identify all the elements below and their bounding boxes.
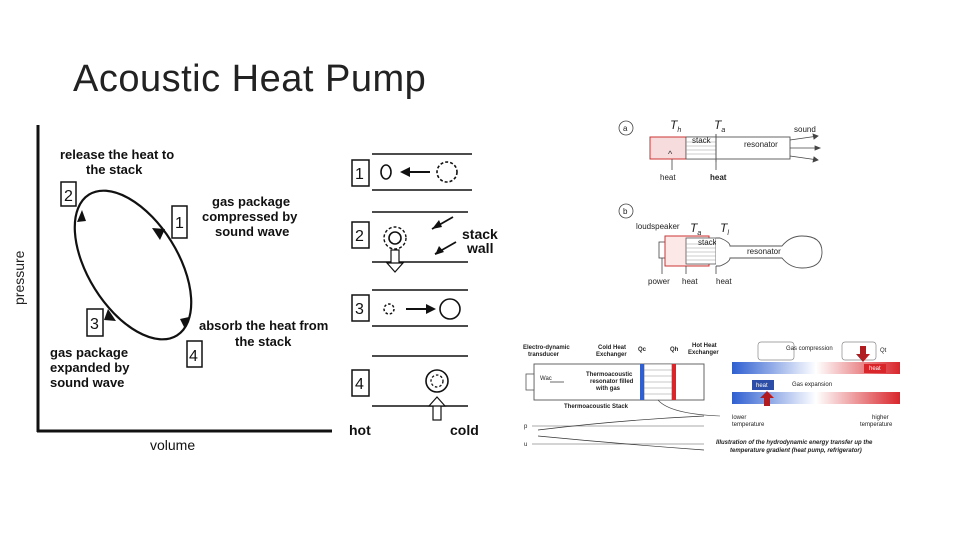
step-2-box (60, 181, 77, 207)
heat-box-left (752, 380, 774, 390)
qh-label: Qh (670, 347, 679, 353)
caption: Illustration of the hydrodynamic energy … (716, 440, 873, 446)
stack-wall-label: stack (462, 226, 498, 242)
resonator-a-label: resonator (744, 140, 778, 149)
temp-l-b-label: Tl (720, 221, 729, 237)
panel-3: 3 (351, 289, 468, 327)
heat-b-left: heat (682, 277, 698, 286)
step-3-text: sound wave (50, 375, 124, 390)
heat-box-left-label: heat (756, 383, 768, 389)
panel-b-label: b (623, 207, 628, 216)
step-4-text: absorb the heat from (199, 318, 328, 333)
temp-a-b-label: Ta (690, 221, 701, 237)
step-4-text: the stack (235, 334, 292, 349)
gas-compression-label: Gas compression (786, 346, 833, 352)
cycle-arrow (180, 317, 189, 329)
temp-h-label: Th (670, 118, 681, 134)
hot-hx-plate (672, 364, 676, 400)
step-2-number: 2 (64, 188, 73, 205)
power-label: power (648, 277, 670, 286)
cycle-arrow (77, 210, 86, 222)
stack-a-label: stack (692, 136, 712, 145)
cold-label: cold (450, 422, 479, 438)
gas-expansion-label: Gas expansion (792, 382, 832, 388)
lower-temp-label: temperature (732, 422, 765, 428)
higher-temp-label: temperature (860, 422, 893, 428)
step-2-text: release the heat to (60, 147, 174, 162)
p-label: p (524, 424, 528, 430)
step-1-text: sound wave (215, 224, 289, 239)
temp-a-label: Ta (714, 118, 725, 134)
panel-a-label: a (623, 124, 628, 133)
resonator-b-diagram: b loudspeaker Ta Tl stack resonator powe… (618, 203, 823, 286)
loudspeaker-label: loudspeaker (636, 222, 680, 231)
stack-wall-label: wall (466, 240, 493, 256)
panel-1: 1 (351, 153, 472, 191)
step-1-box (171, 205, 188, 239)
step-2-text: the stack (86, 162, 143, 177)
x-axis-label: volume (150, 437, 195, 453)
electro-label: Electro-dynamic (523, 345, 570, 351)
slide-title: Acoustic Heat Pump (73, 58, 427, 100)
resonator-c-label: resonator filled (590, 379, 634, 385)
resonator-a-diagram: a Th Ta stack resonator sound ^ heat hea… (618, 118, 822, 182)
heat-box-right-label: heat (869, 366, 881, 372)
step-4-box (186, 340, 203, 368)
heat-box-right (864, 364, 886, 373)
step-1-text: gas package (212, 194, 290, 209)
cycle-arrow (152, 228, 165, 240)
hot-label: hot (349, 422, 371, 438)
q-label: Qt (880, 348, 887, 354)
caption: temperature gradient (heat pump, refrige… (730, 448, 862, 454)
gas-parcel (757, 341, 795, 361)
wac-label: Wac (540, 376, 552, 382)
resonator-c-label: Thermoacoustic (586, 372, 633, 378)
resonator-c-label: with gas (595, 386, 621, 392)
u-label: u (524, 442, 527, 448)
hot-hx-label: Exchanger (688, 350, 719, 356)
cycle-loop (73, 189, 193, 341)
gradient-bar (732, 362, 900, 374)
step-3-text: expanded by (50, 360, 130, 375)
gradient-bar (732, 392, 900, 404)
pv-diagram: pressure volume release the heat to the … (11, 125, 332, 453)
electro-label: transducer (528, 352, 560, 358)
cold-hx-label: Exchanger (596, 352, 627, 358)
thermoacoustic-stack-diagram: Electro-dynamic transducer Cold Heat Exc… (523, 341, 900, 454)
panel-3-number: 3 (355, 301, 364, 318)
step-3-number: 3 (90, 316, 99, 333)
step-1-text: compressed by (202, 209, 298, 224)
resonator-b-label: resonator (747, 247, 781, 256)
stack-b-label: stack (698, 238, 718, 247)
higher-temp-label: higher (872, 415, 889, 421)
panel-2-number: 2 (355, 228, 364, 245)
stack-b (685, 237, 717, 265)
y-axis-label: pressure (11, 250, 27, 305)
qc-label: Qc (638, 347, 647, 353)
speaker-b (658, 241, 666, 259)
cycle-arrow (104, 309, 116, 321)
svg-text:^: ^ (668, 149, 673, 159)
heat-b-right: heat (716, 277, 732, 286)
heat-a-right: heat (710, 173, 727, 182)
lower-temp-label: lower (732, 415, 746, 421)
step-1-number: 1 (175, 215, 184, 232)
heat-a-left: heat (660, 173, 676, 182)
panel-4-number: 4 (355, 376, 364, 393)
hot-hx-label: Hot Heat (692, 343, 717, 349)
neck-b (716, 235, 823, 269)
cold-hx-plate (640, 364, 644, 400)
step-3-box (86, 308, 104, 337)
sound-label: sound (794, 125, 816, 134)
cold-hx-label: Cold Heat (598, 345, 626, 351)
step-3-text: gas package (50, 345, 128, 360)
panel-2: 2 stack wall (351, 211, 498, 273)
cycle-panels: 1 2 stack wall 3 4 (349, 153, 498, 438)
panel-1-number: 1 (355, 166, 364, 183)
panel-4: 4 hot cold (349, 355, 479, 438)
step-4-number: 4 (189, 348, 198, 365)
stack-caption: Thermoacoustic Stack (564, 404, 629, 410)
